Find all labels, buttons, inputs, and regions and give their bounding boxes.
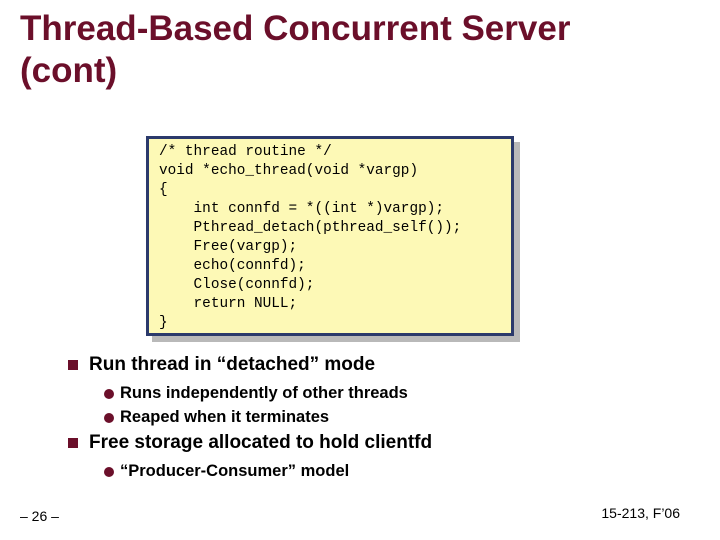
title-line-1: Thread-Based Concurrent Server: [20, 9, 571, 48]
code-line: void *echo_thread(void *vargp): [159, 163, 419, 179]
round-bullet-icon: [104, 389, 114, 399]
sub-bullet-text: Runs independently of other threads: [120, 384, 408, 402]
bullet-text: Free storage allocated to hold clientfd: [89, 432, 433, 453]
code-line: }: [159, 315, 168, 331]
code-line: Pthread_detach(pthread_self());: [159, 220, 462, 236]
code-line: /* thread routine */: [159, 144, 332, 160]
slide-title: Thread-Based Concurrent Server (cont): [20, 8, 700, 92]
square-bullet-icon: [68, 438, 78, 448]
code-box: /* thread routine */ void *echo_thread(v…: [146, 136, 514, 336]
bullet-text: Run thread in “detached” mode: [89, 354, 376, 375]
code-line: int connfd = *((int *)vargp);: [159, 201, 444, 217]
sub-bullet-item: “Producer-Consumer” model: [68, 460, 668, 484]
sub-bullet-text: Reaped when it terminates: [120, 408, 330, 426]
bullet-item: Run thread in “detached” mode: [68, 352, 668, 382]
page-number: – 26 –: [20, 508, 59, 524]
square-bullet-icon: [68, 360, 78, 370]
code-line: echo(connfd);: [159, 258, 306, 274]
sub-bullet-item: Reaped when it terminates: [68, 406, 668, 430]
code-line: Free(vargp);: [159, 239, 298, 255]
round-bullet-icon: [104, 467, 114, 477]
course-label: 15-213, F’06: [601, 505, 680, 521]
sub-bullet-text: “Producer-Consumer” model: [120, 462, 350, 480]
code-line: return NULL;: [159, 296, 298, 312]
round-bullet-icon: [104, 413, 114, 423]
title-line-2: (cont): [20, 51, 118, 90]
code-line: Close(connfd);: [159, 277, 315, 293]
code-line: {: [159, 182, 168, 198]
bullet-list: Run thread in “detached” mode Runs indep…: [68, 352, 668, 484]
sub-bullet-item: Runs independently of other threads: [68, 382, 668, 406]
bullet-item: Free storage allocated to hold clientfd: [68, 430, 668, 460]
